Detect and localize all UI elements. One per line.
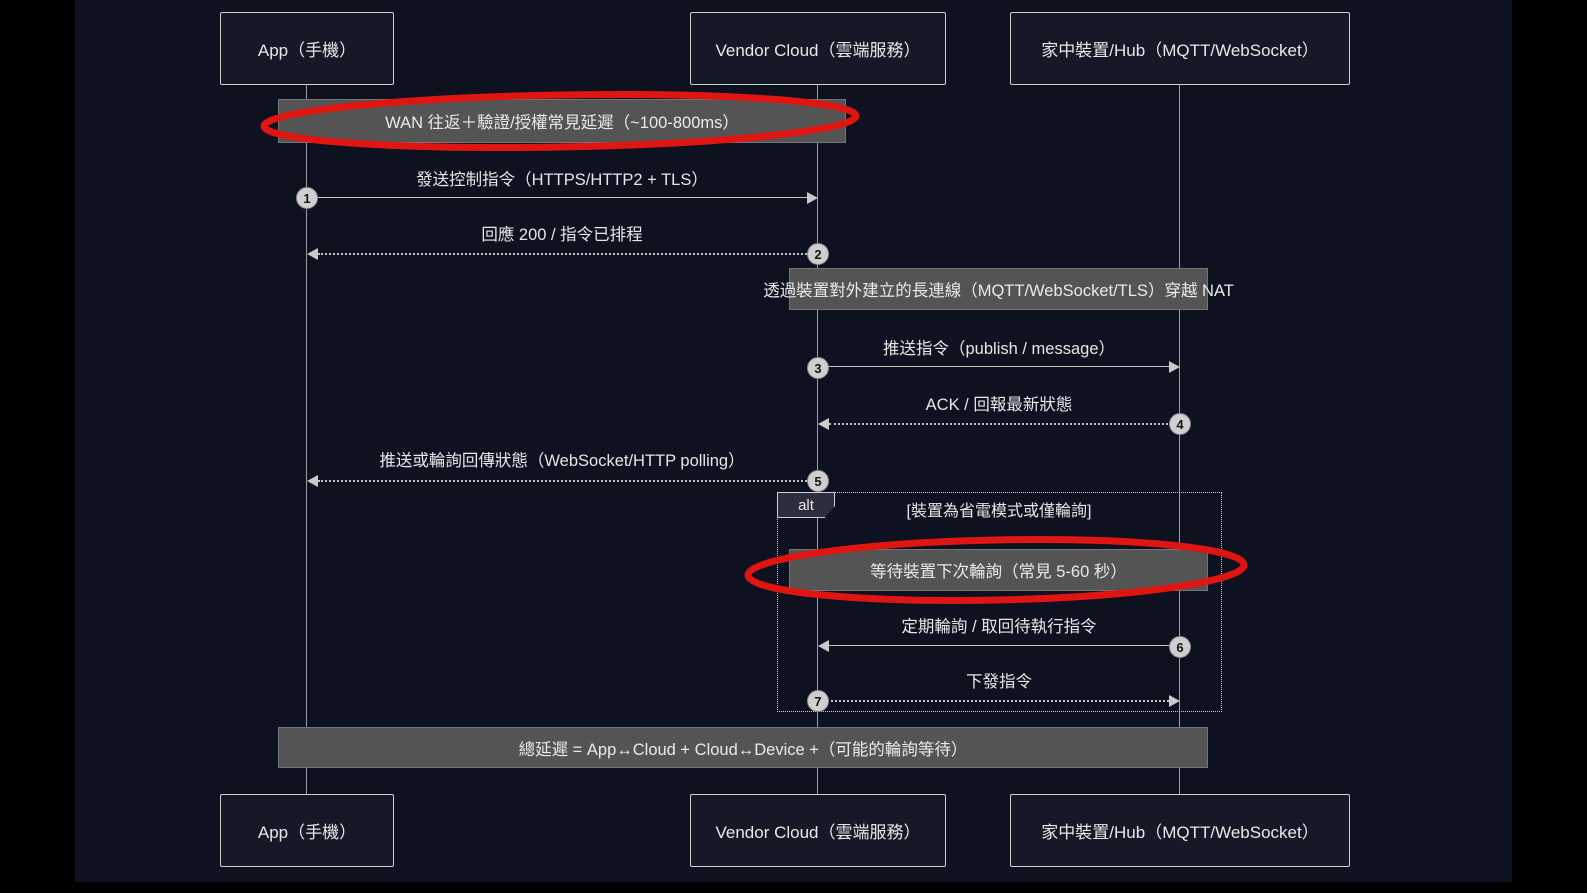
message-1-line (307, 197, 810, 198)
message-7-line (818, 700, 1169, 702)
actor-cloud-bottom: Vendor Cloud（雲端服務） (690, 794, 946, 867)
actor-app-top: App（手機） (220, 12, 394, 85)
arrowhead-icon (307, 248, 318, 260)
message-6-label: 定期輪詢 / 取回待執行指令 (901, 618, 1097, 636)
seq-badge-4: 4 (1169, 413, 1191, 435)
actor-cloud-top: Vendor Cloud（雲端服務） (690, 12, 946, 85)
lifeline-app (306, 85, 307, 794)
message-3-line (818, 366, 1169, 367)
message-4-label: ACK / 回報最新狀態 (925, 396, 1073, 414)
lifeline-cloud (817, 85, 818, 794)
message-1-label: 發送控制指令（HTTPS/HTTP2 + TLS） (416, 171, 708, 189)
message-2-line (318, 253, 818, 255)
arrowhead-icon (307, 475, 318, 487)
seq-badge-2: 2 (807, 243, 829, 265)
message-7-label: 下發指令 (966, 673, 1032, 691)
message-6-line (829, 645, 1180, 646)
arrowhead-icon (1169, 695, 1180, 707)
message-2-label: 回應 200 / 指令已排程 (481, 226, 643, 244)
arrowhead-icon (1169, 361, 1180, 373)
message-3-label: 推送指令（publish / message） (883, 340, 1115, 358)
actor-device-bottom: 家中裝置/Hub（MQTT/WebSocket） (1010, 794, 1350, 867)
note-wan-latency: WAN 往返＋驗證/授權常見延遲（~100-800ms） (278, 99, 846, 143)
seq-badge-5: 5 (807, 470, 829, 492)
alt-condition: [裝置為省電模式或僅輪詢] (906, 503, 1092, 520)
arrowhead-icon (807, 192, 818, 204)
actor-device-top: 家中裝置/Hub（MQTT/WebSocket） (1010, 12, 1350, 85)
note-poll-wait: 等待裝置下次輪詢（常見 5-60 秒） (789, 549, 1208, 591)
seq-badge-7: 7 (807, 690, 829, 712)
note-total-latency: 總延遲 = App↔Cloud + Cloud↔Device +（可能的輪詢等待… (278, 727, 1208, 768)
lifeline-device (1179, 85, 1180, 794)
seq-badge-3: 3 (807, 357, 829, 379)
note-nat-connection: 透過裝置對外建立的長連線（MQTT/WebSocket/TLS）穿越 NAT (763, 268, 1234, 310)
seq-badge-6: 6 (1169, 636, 1191, 658)
seq-badge-1: 1 (296, 187, 318, 209)
alt-label: alt (777, 492, 835, 518)
message-5-line (318, 480, 818, 482)
actor-app-bottom: App（手機） (220, 794, 394, 867)
message-5-label: 推送或輪詢回傳狀態（WebSocket/HTTP polling） (379, 452, 745, 470)
arrowhead-icon (818, 418, 829, 430)
message-4-line (829, 423, 1180, 425)
arrowhead-icon (818, 640, 829, 652)
